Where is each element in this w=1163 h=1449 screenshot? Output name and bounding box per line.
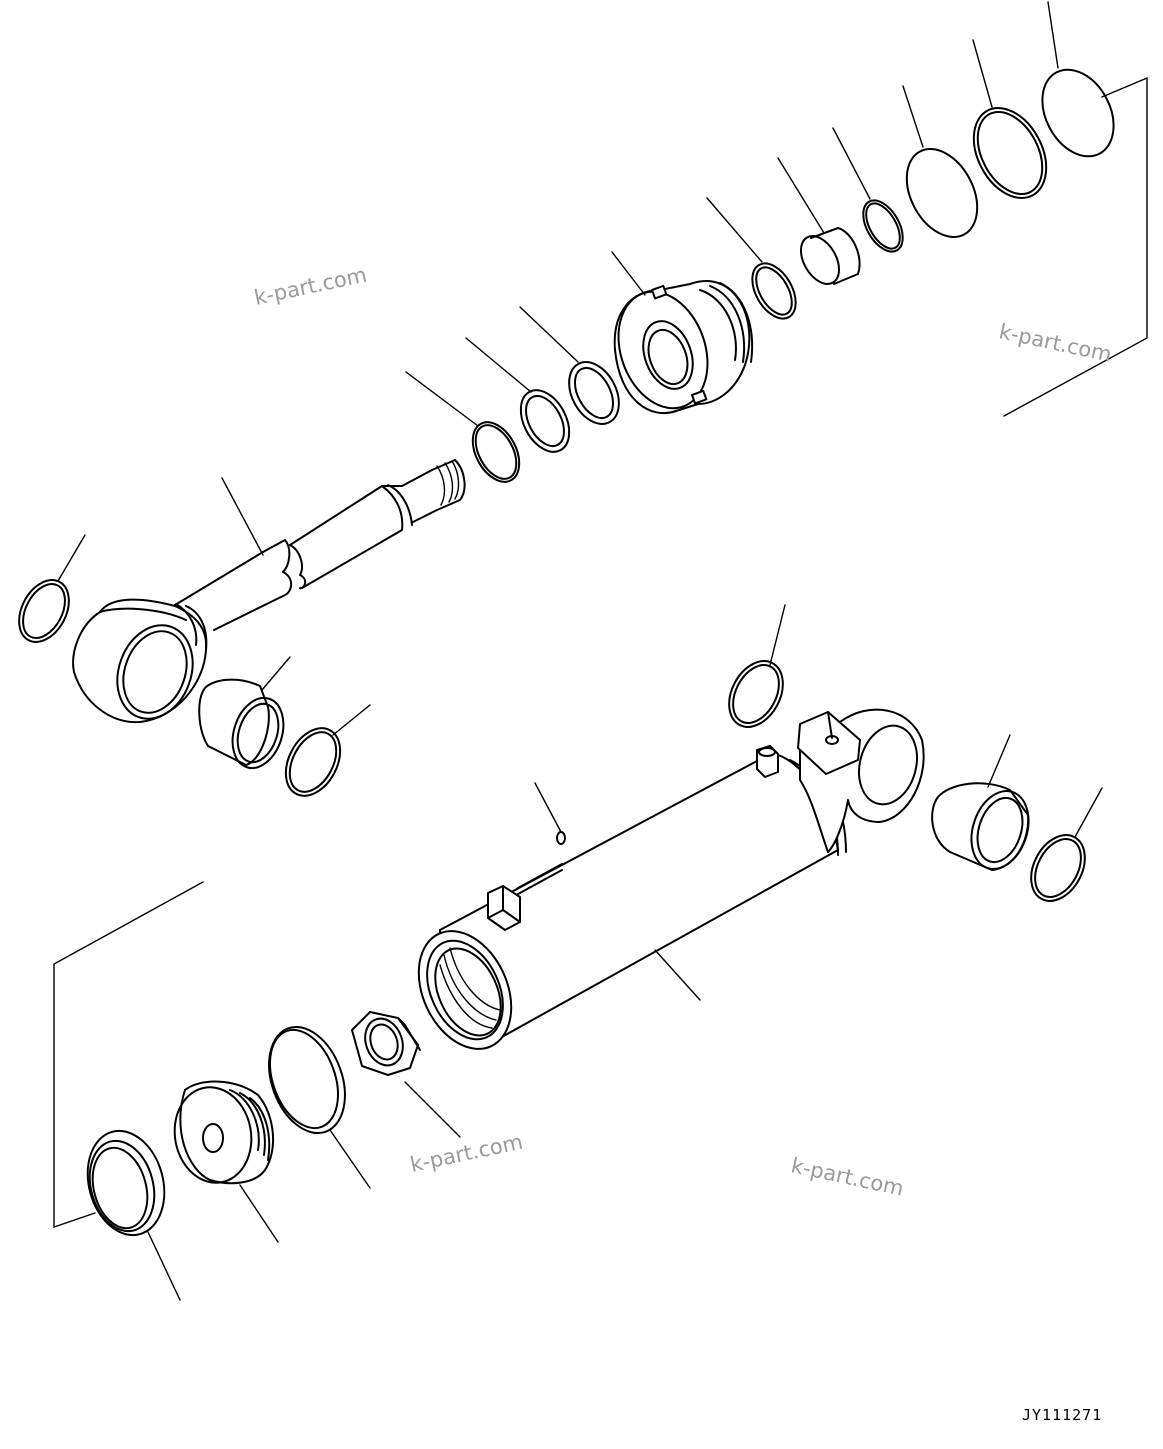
drawing-code: JY111271	[1022, 1406, 1102, 1424]
piston-seal	[86, 1129, 181, 1301]
watermark-4: k-part.com	[789, 1153, 906, 1200]
rod-eye-seal-ring	[284, 704, 371, 797]
buffer-ring	[465, 337, 571, 453]
rod-eye-bushing	[198, 656, 291, 770]
cylinder-head-gland	[611, 251, 753, 415]
rod-group-frame	[1003, 76, 1148, 417]
seal-ring-large	[972, 39, 1048, 199]
bushing-head	[777, 157, 861, 285]
watermark-1: k-part.com	[252, 263, 369, 310]
rod-eye	[72, 598, 208, 724]
cylinder-bottom-eye	[756, 708, 925, 853]
bottom-eye-bushing	[931, 734, 1030, 871]
piston-nut	[351, 1011, 461, 1138]
cylinder-tube	[417, 752, 847, 1050]
snap-ring	[832, 127, 904, 253]
watermark-2: k-part.com	[997, 319, 1114, 366]
piston	[173, 1080, 279, 1243]
bottom-eye-seal	[1030, 787, 1103, 902]
piston-rod	[174, 459, 466, 631]
rod-eye-dust-seal	[18, 534, 86, 643]
tube-port	[487, 782, 566, 931]
tube-o-ring	[728, 604, 786, 728]
backup-ring-large	[902, 85, 979, 238]
wear-ring-large	[1041, 1, 1115, 158]
piston-wear-ring	[268, 1025, 371, 1189]
piston-group-frame	[53, 881, 204, 1228]
o-ring-head	[405, 371, 521, 483]
watermark-3: k-part.com	[408, 1130, 525, 1177]
dust-seal	[519, 306, 620, 425]
rod-seal	[706, 197, 797, 320]
